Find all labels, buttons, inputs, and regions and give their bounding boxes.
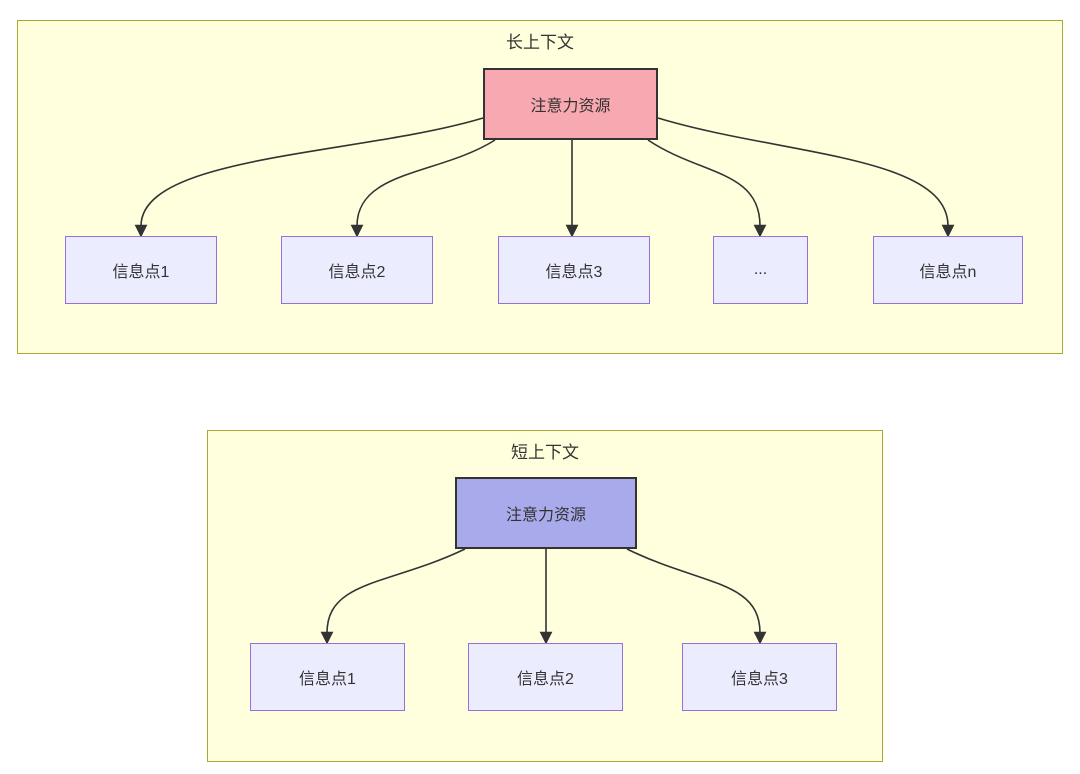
attention-node-short: 注意力资源 [455, 477, 637, 549]
info-node-long-ellipsis-label: ... [753, 261, 768, 278]
info-node-long-ellipsis: ... [713, 236, 808, 304]
info-node-short-1-label: 信息点1 [299, 671, 356, 688]
info-node-short-3: 信息点3 [682, 643, 837, 711]
info-node-short-1: 信息点1 [250, 643, 405, 711]
long-context-panel-title: 长上下文 [506, 33, 574, 52]
info-node-long-n-label: 信息点n [919, 264, 977, 281]
info-node-long-1: 信息点1 [65, 236, 217, 304]
info-node-long-n: 信息点n [873, 236, 1023, 304]
info-node-short-2: 信息点2 [468, 643, 623, 711]
info-node-long-1-label: 信息点1 [112, 264, 170, 281]
info-node-long-3-label: 信息点3 [545, 264, 603, 281]
attention-node-long-label: 注意力资源 [530, 98, 611, 115]
info-node-short-2-label: 信息点2 [517, 671, 574, 688]
info-node-long-2: 信息点2 [281, 236, 433, 304]
attention-node-long: 注意力资源 [483, 68, 658, 140]
attention-node-short-label: 注意力资源 [505, 507, 586, 524]
short-context-panel-title: 短上下文 [511, 443, 579, 462]
info-node-short-3-label: 信息点3 [731, 671, 788, 688]
info-node-long-3: 信息点3 [498, 236, 650, 304]
info-node-long-2-label: 信息点2 [328, 264, 386, 281]
